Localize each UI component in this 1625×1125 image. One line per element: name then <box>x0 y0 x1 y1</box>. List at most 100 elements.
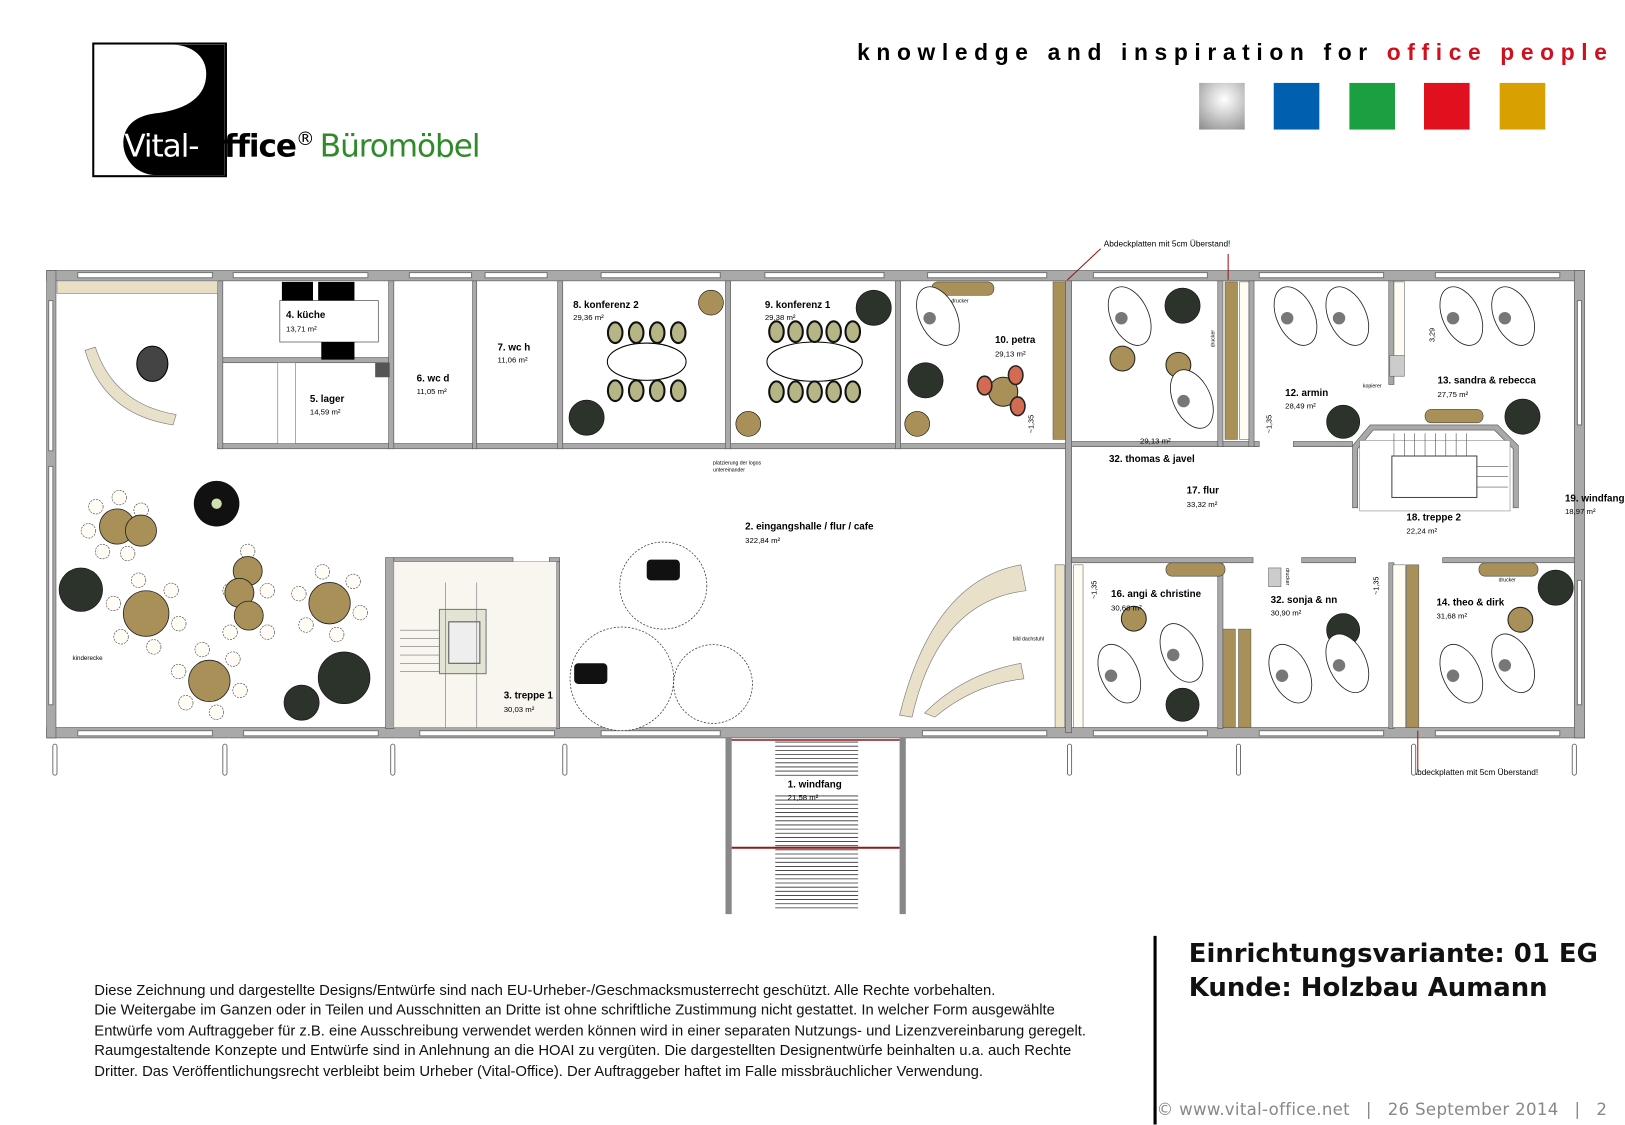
desk <box>1097 643 1142 704</box>
color-swatch-red <box>1424 82 1470 130</box>
room-label-windfang-19: 19. windfang 18,97 m² <box>1565 494 1625 516</box>
copyright-notice: Diese Zeichnung und dargestellte Designs… <box>94 981 1141 1082</box>
svg-text:3. treppe 1: 3. treppe 1 <box>504 691 554 702</box>
entrance-windfang <box>725 737 906 915</box>
note-cover-plates-bottom: Abdeckplatten mit 5cm Überstand! <box>1412 767 1539 777</box>
office-chair <box>1280 311 1294 325</box>
office-chair <box>1446 311 1460 325</box>
conference-chair <box>825 320 842 344</box>
office-chair <box>1498 311 1512 325</box>
chair <box>194 642 210 658</box>
chair <box>345 573 361 589</box>
cabinets <box>1052 281 1420 728</box>
round-table <box>1507 606 1534 633</box>
tagline: knowledge and inspiration for office peo… <box>857 39 1613 66</box>
column-marker <box>1571 743 1577 776</box>
chair <box>298 617 314 633</box>
conference-chair <box>627 379 645 403</box>
svg-text:29,36 m²: 29,36 m² <box>573 313 604 322</box>
office-chair <box>1115 311 1128 325</box>
plant-icon <box>283 684 320 721</box>
note-copier: kopierer <box>1363 384 1382 390</box>
svg-text:28,49 m²: 28,49 m² <box>1285 401 1316 410</box>
room-label-treppe-1: 3. treppe 130,03 m² <box>504 691 554 714</box>
svg-text:18,97 m²: 18,97 m² <box>1565 507 1596 516</box>
sideboards <box>931 281 1539 577</box>
svg-text:4. küche: 4. küche <box>286 310 326 321</box>
room-label-wc-h: 7. wc h11,06 m² <box>497 342 530 364</box>
color-swatch-gold <box>1499 82 1546 130</box>
office-chair <box>1166 648 1180 662</box>
conference-chair <box>648 379 666 403</box>
room-label-flur: 17. flur 33,32 m² <box>1187 485 1219 508</box>
plant-icon <box>58 567 103 612</box>
lounge-sofa <box>574 663 608 685</box>
chair <box>120 545 136 562</box>
chair <box>146 639 162 655</box>
chair <box>976 375 993 396</box>
desk <box>916 286 960 346</box>
svg-text:5. lager: 5. lager <box>310 394 345 405</box>
conference-chair <box>669 321 687 345</box>
conference-chair <box>806 380 823 404</box>
svg-text:12. armin: 12. armin <box>1285 388 1328 399</box>
plant-icon <box>1537 569 1574 606</box>
chair <box>329 626 345 643</box>
desk <box>1491 286 1535 346</box>
title-block: Einrichtungsvariante: 01 EG Kunde: Holzb… <box>1189 936 1598 1004</box>
svg-text:33,32 m²: 33,32 m² <box>1187 500 1218 509</box>
chair <box>352 605 368 621</box>
office-chair <box>1104 669 1118 682</box>
svg-text:322,84 m²: 322,84 m² <box>745 536 780 545</box>
desk <box>1159 623 1204 683</box>
logo-brand-light: Vital- <box>124 128 199 165</box>
round-table <box>233 600 264 631</box>
round-table <box>1120 605 1147 632</box>
desk <box>1491 633 1535 693</box>
chair <box>259 583 275 599</box>
footer-copyright[interactable]: © www.vital-office.net <box>1156 1099 1350 1120</box>
note-printer: drucker <box>1211 330 1217 348</box>
notice-line: Dritter. Das Veröffentlichungsrecht verb… <box>94 1062 983 1080</box>
svg-text:7. wc h: 7. wc h <box>497 342 530 353</box>
svg-text:29,38 m²: 29,38 m² <box>765 313 796 322</box>
chair <box>222 624 238 640</box>
conference-chair <box>606 321 624 345</box>
plant-icon <box>317 651 371 705</box>
svg-text:19. windfang: 19. windfang <box>1565 494 1625 505</box>
svg-text:8. konferenz 2: 8. konferenz 2 <box>573 300 639 311</box>
conference-chair <box>787 380 804 404</box>
chair <box>130 572 147 588</box>
dimension-label: ~1,35 <box>1371 577 1380 595</box>
column-marker <box>1236 743 1241 776</box>
svg-text:6. wc d: 6. wc d <box>417 373 450 384</box>
conference-chair <box>606 379 624 403</box>
chair <box>259 624 275 640</box>
variant-title: Einrichtungsvariante: 01 EG <box>1188 937 1598 968</box>
plants <box>58 287 1574 722</box>
notice-line: Diese Zeichnung und dargestellte Designs… <box>94 982 996 1000</box>
plant-icon <box>907 362 944 399</box>
office-chair <box>1177 394 1190 408</box>
round-table <box>122 590 170 637</box>
svg-text:14. theo & dirk: 14. theo & dirk <box>1436 597 1504 608</box>
plant-icon <box>1326 404 1361 439</box>
dimension-label: ~1,35 <box>1090 581 1099 599</box>
logo-shape-icon <box>94 44 225 176</box>
column-marker <box>1411 743 1417 776</box>
chair <box>111 489 127 506</box>
note-printer: drucker <box>951 299 969 305</box>
svg-text:21,58 m²: 21,58 m² <box>788 793 819 802</box>
chair <box>105 595 122 612</box>
conference-chair <box>669 379 687 403</box>
svg-text:17. flur: 17. flur <box>1187 485 1219 496</box>
bench <box>56 280 218 294</box>
svg-text:32. thomas & javel: 32. thomas & javel <box>1109 454 1195 465</box>
